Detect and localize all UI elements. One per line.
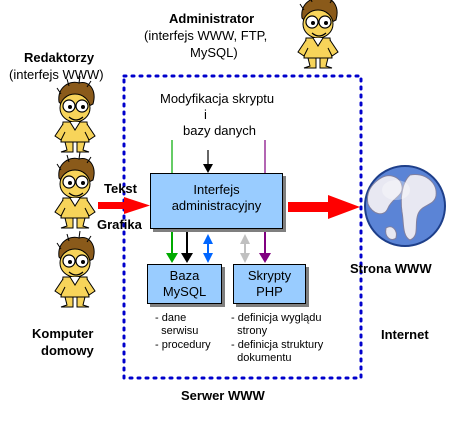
home-computer-label-2: domowy <box>41 343 94 358</box>
globe-icon <box>364 165 446 247</box>
database-line2: MySQL <box>162 283 207 299</box>
administrator-title: Administrator <box>169 11 255 26</box>
admin-interface-line2: administracyjny <box>171 197 262 213</box>
admin-interface-line1: Interfejs <box>193 182 240 197</box>
internet-label: Internet <box>381 327 429 342</box>
administrator-subtitle-2: MySQL) <box>190 45 238 60</box>
scripts-note-4: dokumentu <box>231 352 292 364</box>
modification-label-1: Modyfikacja skryptu <box>160 91 275 106</box>
person-icon <box>54 230 96 308</box>
graphics-label: Grafika <box>97 217 142 232</box>
admin-interface-box: Interfejs administracyjny <box>150 173 283 229</box>
administrator-subtitle-1: (interfejs WWW, FTP, <box>144 28 268 43</box>
home-computer-label-1: Komputer <box>32 326 94 341</box>
database-note-3: - procedury <box>155 339 211 351</box>
modification-label-3: bazy danych <box>183 123 256 138</box>
scripts-note-2: strony <box>231 325 268 337</box>
editors-subtitle: (interfejs WWW) <box>9 67 104 82</box>
web-server-label: Serwer WWW <box>181 388 265 403</box>
website-label: Strona WWW <box>350 261 432 276</box>
scripts-line2: PHP <box>256 283 283 299</box>
database-box: Baza MySQL <box>147 264 222 304</box>
text-label: Tekst <box>104 181 137 196</box>
editors-title: Redaktorzy <box>24 50 95 65</box>
modification-label-2: i <box>204 107 207 122</box>
scripts-line1: Skrypty <box>247 268 292 283</box>
scripts-box: Skrypty PHP <box>233 264 306 304</box>
server-boundary <box>122 74 363 380</box>
scripts-note-3: - definicja struktury <box>231 339 324 351</box>
database-note-1: - dane <box>155 312 187 324</box>
person-icon <box>297 0 339 69</box>
person-icon <box>54 151 96 229</box>
scripts-note-1: - definicja wyglądu <box>231 312 322 324</box>
person-icon <box>54 75 96 153</box>
database-line1: Baza <box>169 268 200 283</box>
database-note-2: serwisu <box>155 325 199 337</box>
